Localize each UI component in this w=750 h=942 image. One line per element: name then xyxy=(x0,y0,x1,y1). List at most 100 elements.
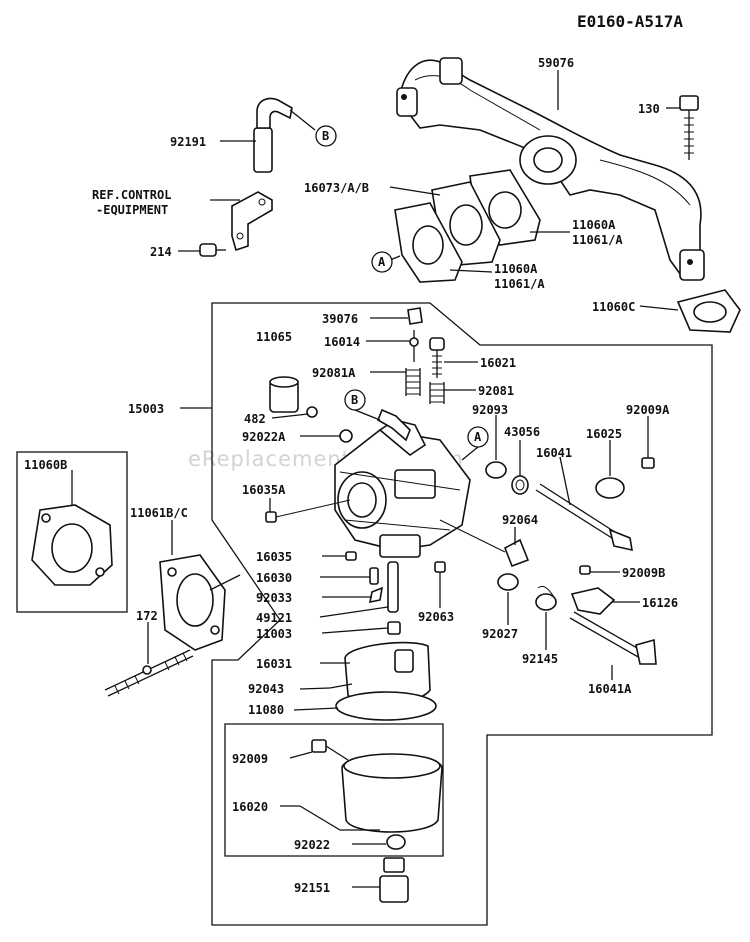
clip-482 xyxy=(306,406,318,418)
label-43056: 43056 xyxy=(504,425,540,439)
clip-92033 xyxy=(368,586,384,604)
shaft-16041A xyxy=(569,611,657,665)
screw-92064 xyxy=(439,519,530,568)
gasket-11080 xyxy=(335,691,437,721)
label-16041A: 16041A xyxy=(588,682,632,696)
spring-92081A xyxy=(405,368,421,396)
spring-92081 xyxy=(429,382,445,404)
label-16073: 16073/A/B xyxy=(304,181,369,195)
plate-16126 xyxy=(570,587,616,615)
ref-marker-a-carb: A xyxy=(467,426,489,448)
screw-214 xyxy=(199,243,226,257)
tube-49121 xyxy=(387,561,399,613)
screw-16035A xyxy=(265,499,351,523)
part-labels: 59076 92191 130 REF.CONTROL -EQUIPMENT 1… xyxy=(24,56,678,895)
label-11060A-top: 11060A xyxy=(572,218,616,232)
label-92063: 92063 xyxy=(418,610,454,624)
gasket-11060A-lower xyxy=(394,202,463,283)
control-equipment-bracket xyxy=(231,191,273,252)
gasket-11060B xyxy=(31,504,113,586)
label-92064: 92064 xyxy=(502,513,538,527)
label-16126: 16126 xyxy=(642,596,678,610)
ring-92027 xyxy=(497,573,519,591)
label-92009A: 92009A xyxy=(626,403,670,417)
washer-92022A xyxy=(339,429,353,443)
fuel-inlet-pipe xyxy=(376,408,411,442)
label-11061A-bot: 11061/A xyxy=(494,277,545,291)
needle-16014 xyxy=(409,330,419,362)
label-11061A-top: 11061/A xyxy=(572,233,623,247)
label-11060A-bot: 11060A xyxy=(494,262,538,276)
screw-92009A xyxy=(641,430,655,469)
plate-16025 xyxy=(595,477,625,499)
label-11003: 11003 xyxy=(256,627,292,641)
label-16035: 16035 xyxy=(256,550,292,564)
carburetor-body xyxy=(334,419,471,558)
label-482: 482 xyxy=(244,412,266,426)
washer-92022 xyxy=(386,834,406,850)
label-92027: 92027 xyxy=(482,627,518,641)
screw-92063 xyxy=(434,561,446,573)
float-bowl-16020 xyxy=(341,753,443,833)
label-11061BC: 11061B/C xyxy=(130,506,188,520)
label-92043: 92043 xyxy=(248,682,284,696)
label-214: 214 xyxy=(150,245,172,259)
label-92093: 92093 xyxy=(472,403,508,417)
intake-manifold-59076 xyxy=(396,57,705,281)
stud-172 xyxy=(104,649,194,697)
bolt-92151 xyxy=(379,857,409,903)
svg-text:B: B xyxy=(351,393,358,407)
label-92081A: 92081A xyxy=(312,366,356,380)
label-11060C: 11060C xyxy=(592,300,635,314)
label-ref-control-2: -EQUIPMENT xyxy=(96,203,168,217)
label-16014: 16014 xyxy=(324,335,360,349)
screw-16035 xyxy=(345,551,357,561)
screw-16021 xyxy=(429,337,445,378)
label-16041: 16041 xyxy=(536,446,572,460)
label-92145: 92145 xyxy=(522,652,558,666)
ref-marker-a-left: A xyxy=(371,251,393,273)
diagram-code: E0160-A517A xyxy=(577,12,683,31)
ref-marker-b-top: B xyxy=(315,125,337,147)
label-16031: 16031 xyxy=(256,657,292,671)
gasket-11060B-box xyxy=(16,451,128,613)
label-49121: 49121 xyxy=(256,611,292,625)
label-92009: 92009 xyxy=(232,752,268,766)
label-59076: 59076 xyxy=(538,56,574,70)
label-92081: 92081 xyxy=(478,384,514,398)
label-92009B: 92009B xyxy=(622,566,665,580)
svg-text:B: B xyxy=(322,129,329,143)
seal-43056 xyxy=(511,475,529,495)
label-172: 172 xyxy=(136,609,158,623)
label-11080: 11080 xyxy=(248,703,284,717)
oring-92093 xyxy=(485,461,507,479)
label-92033: 92033 xyxy=(256,591,292,605)
label-16020: 16020 xyxy=(232,800,268,814)
spring-92145 xyxy=(535,586,557,611)
label-15003: 15003 xyxy=(128,402,164,416)
screw-92009B xyxy=(579,565,591,575)
pin-92043 xyxy=(329,683,353,689)
label-11065: 11065 xyxy=(256,330,292,344)
label-39076: 39076 xyxy=(322,312,358,326)
jet-11003 xyxy=(387,621,401,635)
float-bowl-box xyxy=(224,723,444,857)
label-92022A: 92022A xyxy=(242,430,286,444)
label-16021: 16021 xyxy=(480,356,516,370)
pin-16030 xyxy=(369,567,379,585)
label-16025: 16025 xyxy=(586,427,622,441)
gasket-11060C xyxy=(676,289,741,333)
bolt-130 xyxy=(679,95,699,160)
label-11060B: 11060B xyxy=(24,458,67,472)
hose-92191 xyxy=(253,97,293,173)
shaft-16041 xyxy=(535,483,633,552)
svg-text:A: A xyxy=(378,255,386,269)
clip-39076 xyxy=(407,307,423,325)
label-16035A: 16035A xyxy=(242,483,286,497)
ref-marker-b-carb: B xyxy=(344,389,366,411)
screw-92009 xyxy=(311,739,349,761)
label-130: 130 xyxy=(638,102,660,116)
leader-lines xyxy=(71,70,680,888)
label-16030: 16030 xyxy=(256,571,292,585)
